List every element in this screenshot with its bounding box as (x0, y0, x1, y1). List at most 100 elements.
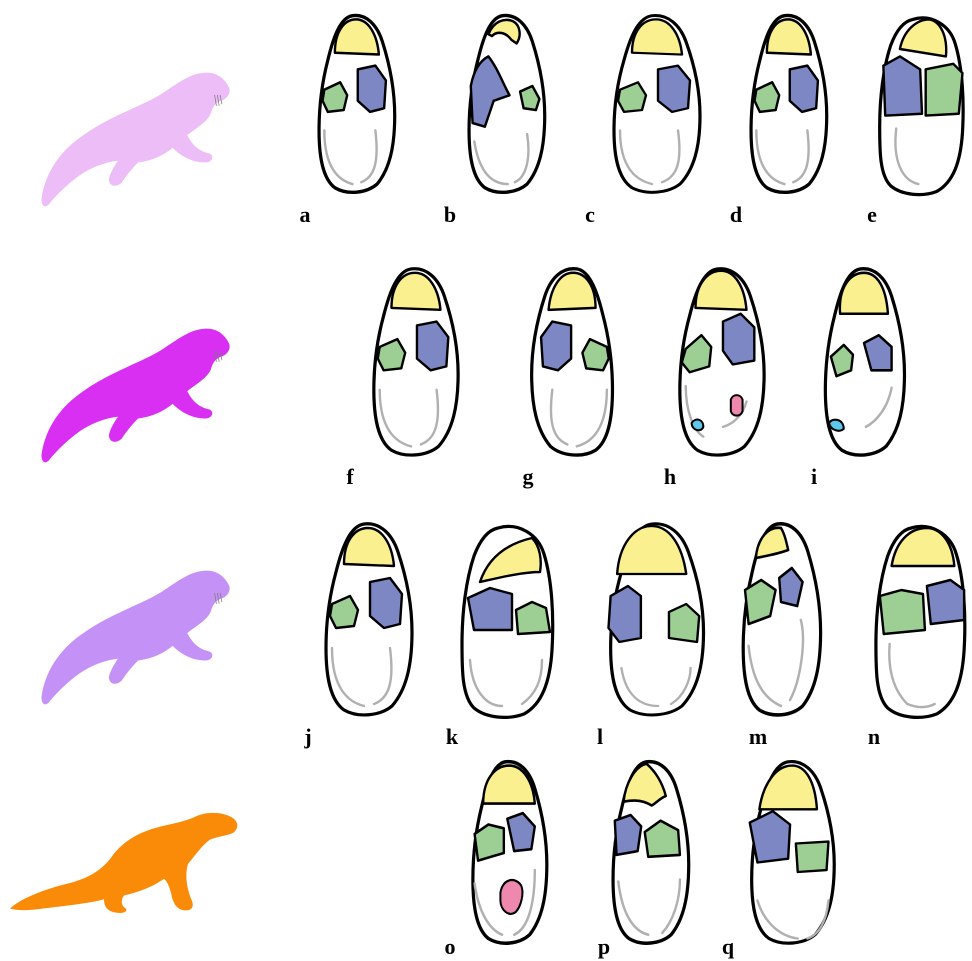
panel-label-a: a (300, 202, 311, 227)
panel-label-l: l (597, 724, 603, 749)
blue-region (748, 810, 792, 864)
inner-contour (330, 646, 393, 708)
blue-region (415, 320, 450, 372)
blue-region (356, 64, 388, 114)
panel-label-e: e (867, 202, 877, 227)
green-region (667, 602, 701, 644)
yellow-region (615, 524, 688, 576)
yellow-region (890, 526, 956, 568)
green-region (616, 81, 648, 114)
green-region (643, 819, 682, 859)
yellow-region (694, 269, 748, 312)
otter-swimming-silhouette (41, 328, 230, 463)
specimen-d (749, 13, 829, 194)
inner-contour (473, 132, 530, 186)
panel-label-p: p (598, 934, 610, 959)
inner-contour (756, 899, 830, 940)
green-region (794, 840, 830, 874)
panel-label-i: i (811, 464, 817, 489)
green-region (680, 334, 713, 374)
panel-label-b: b (444, 202, 456, 227)
specimen-diagrams (317, 13, 967, 945)
otter-swimming-silhouette (41, 72, 230, 207)
yellow-region (390, 271, 442, 312)
green-region (829, 343, 855, 378)
specimen-l (607, 522, 706, 717)
inner-contour (618, 129, 681, 186)
specimen-i (823, 267, 907, 457)
panel-label-m: m (749, 724, 767, 749)
inner-contour (684, 384, 748, 438)
green-region (743, 578, 777, 626)
specimen-f (372, 267, 460, 457)
yellow-region (333, 18, 381, 56)
blue-region (368, 576, 404, 630)
yellow-region (487, 18, 521, 45)
yellow-region (342, 526, 396, 568)
blue-region (469, 55, 511, 128)
inner-contour (378, 388, 440, 448)
specimen-m (741, 522, 823, 717)
specimen-o (471, 759, 549, 945)
otter-silhouettes (10, 72, 238, 914)
specimen-g (530, 267, 615, 457)
green-region (514, 600, 552, 636)
yellow-region (838, 271, 890, 316)
blue-region (656, 64, 692, 114)
specimen-k (460, 524, 555, 719)
panel-label-k: k (446, 724, 459, 749)
cyan-region (827, 418, 845, 432)
blue-region (788, 64, 820, 114)
yellow-region (478, 536, 542, 584)
inner-contour (888, 642, 936, 709)
panel-label-n: n (868, 724, 880, 749)
yellow-region (481, 764, 537, 805)
blue-region (607, 584, 643, 644)
panel-label-f: f (346, 464, 354, 489)
specimen-p (611, 759, 691, 945)
panel-label-o: o (445, 934, 456, 959)
pink-region (729, 394, 744, 417)
specimen-j (324, 522, 414, 717)
yellow-region (765, 18, 813, 56)
blue-region (862, 333, 893, 372)
yellow-region (754, 526, 790, 560)
blue-region (613, 813, 643, 857)
green-region (581, 337, 610, 372)
green-region (878, 588, 927, 636)
yellow-region (622, 762, 668, 807)
inner-contour (620, 666, 692, 708)
panel-label-d: d (730, 202, 742, 227)
blue-region (721, 312, 756, 366)
green-region (924, 62, 964, 117)
yellow-region (630, 18, 684, 56)
pink-region (499, 878, 524, 915)
green-region (376, 337, 407, 372)
green-region (321, 81, 349, 114)
panel-label-h: h (664, 464, 676, 489)
otter-standing-silhouette (10, 812, 238, 914)
cyan-region (690, 418, 705, 432)
green-region (473, 823, 506, 862)
specimen-n (874, 524, 967, 720)
inner-contour (323, 129, 378, 186)
specimen-c (612, 14, 702, 194)
inner-contour (864, 386, 893, 429)
blue-region (539, 320, 573, 372)
blue-region (466, 586, 514, 632)
otter-swimming-silhouette (41, 570, 230, 705)
blue-region (925, 578, 966, 626)
inner-contour (747, 618, 805, 708)
panel-label-c: c (585, 202, 595, 227)
specimen-q (748, 760, 836, 945)
yellow-region (547, 271, 597, 312)
inner-contour (617, 878, 682, 936)
specimen-e (878, 16, 965, 197)
blue-region (778, 566, 804, 608)
specimen-a (317, 13, 397, 194)
green-region (518, 84, 541, 112)
inner-contour (894, 127, 920, 186)
inner-contour (468, 658, 544, 708)
